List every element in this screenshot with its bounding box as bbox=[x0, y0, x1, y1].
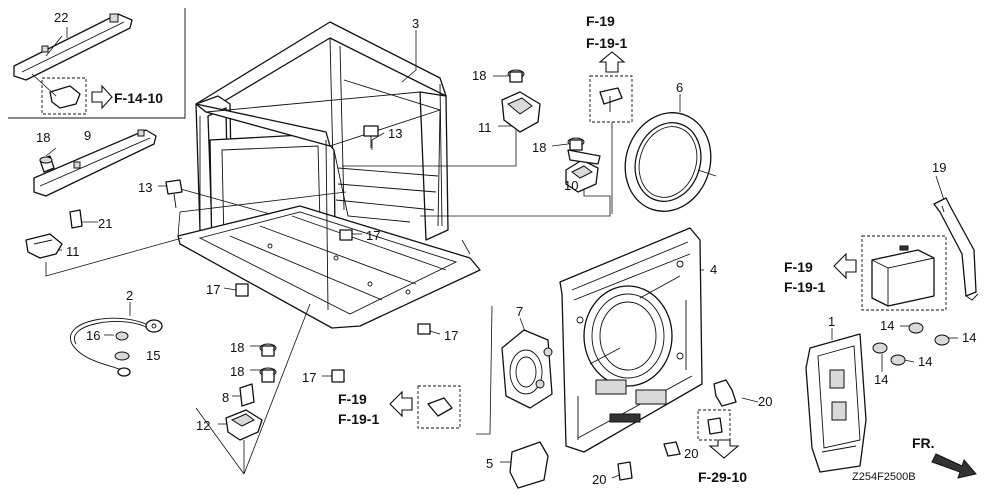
ref-f29-10[interactable]: F-29-10 bbox=[698, 469, 747, 485]
mount-7 bbox=[501, 329, 553, 409]
callout-18: 18 bbox=[230, 340, 244, 355]
arrow-up-icon bbox=[598, 51, 626, 73]
callout-labels: 22 3 18 11 13 6 18 10 18 9 13 21 11 17 1… bbox=[36, 10, 976, 487]
ref-left-f19-text: F-19 bbox=[338, 391, 367, 407]
callout-9: 9 bbox=[84, 128, 91, 143]
grommets-14 bbox=[872, 322, 950, 366]
callout-17: 17 bbox=[206, 282, 220, 297]
callout-19: 19 bbox=[932, 160, 946, 175]
front-direction-arrow-icon bbox=[931, 453, 977, 479]
arrow-left-icon bbox=[389, 390, 413, 418]
callout-5: 5 bbox=[486, 456, 493, 471]
plate-5 bbox=[509, 441, 549, 489]
callout-14: 14 bbox=[962, 330, 976, 345]
cable-2 bbox=[70, 317, 163, 377]
front-label: FR. bbox=[912, 435, 935, 451]
ref-top-f19[interactable]: F-19 F-19-1 bbox=[586, 13, 633, 214]
callout-15: 15 bbox=[146, 348, 160, 363]
callout-12: 12 bbox=[196, 418, 210, 433]
callout-11: 11 bbox=[66, 244, 80, 259]
callout-18: 18 bbox=[472, 68, 486, 83]
ref-right-f19-1-text: F-19-1 bbox=[784, 279, 825, 295]
ref-f29-10-text: F-29-10 bbox=[698, 469, 747, 485]
ring-6 bbox=[624, 112, 717, 212]
callout-16: 16 bbox=[86, 328, 100, 343]
callout-8: 8 bbox=[222, 390, 229, 405]
callout-14: 14 bbox=[874, 372, 888, 387]
panel-4 bbox=[559, 227, 703, 453]
ref-left-f19-1-text: F-19-1 bbox=[338, 411, 379, 427]
callout-17: 17 bbox=[366, 228, 380, 243]
ref-left-f19[interactable]: F-19 F-19-1 bbox=[338, 385, 461, 429]
callout-6: 6 bbox=[676, 80, 683, 95]
callout-1: 1 bbox=[828, 314, 835, 329]
ref-top-f19-text: F-19 bbox=[586, 13, 615, 29]
arrow-down-icon bbox=[708, 439, 740, 459]
mount-11-assembly bbox=[501, 69, 541, 133]
callout-18: 18 bbox=[230, 364, 244, 379]
bracket-1 bbox=[805, 333, 867, 473]
callout-13: 13 bbox=[388, 126, 402, 141]
ref-right-f19[interactable]: F-19 F-19-1 bbox=[784, 235, 947, 311]
callout-20: 20 bbox=[758, 394, 772, 409]
front-direction: FR. bbox=[912, 435, 977, 479]
bracket-8-12 bbox=[225, 343, 277, 441]
bolts-17 bbox=[235, 229, 431, 383]
main-frame bbox=[177, 21, 481, 329]
callout-20: 20 bbox=[684, 446, 698, 461]
callout-7: 7 bbox=[516, 304, 523, 319]
callout-17: 17 bbox=[444, 328, 458, 343]
callout-10: 10 bbox=[564, 178, 578, 193]
ref-top-f19-1-text: F-19-1 bbox=[586, 35, 627, 51]
ref-right-f19-text: F-19 bbox=[784, 259, 813, 275]
arrow-right-icon bbox=[91, 84, 113, 110]
callout-4: 4 bbox=[710, 262, 717, 277]
callout-11: 11 bbox=[478, 120, 492, 135]
callout-18: 18 bbox=[36, 130, 50, 145]
callout-21: 21 bbox=[98, 216, 112, 231]
callout-13: 13 bbox=[138, 180, 152, 195]
callout-3: 3 bbox=[412, 16, 419, 31]
callout-17: 17 bbox=[302, 370, 316, 385]
bracket-9-assembly bbox=[25, 129, 183, 259]
inset-box-22 bbox=[8, 8, 186, 119]
callout-22: 22 bbox=[54, 10, 68, 25]
callout-2: 2 bbox=[126, 288, 133, 303]
ref-f14-10-text: F-14-10 bbox=[114, 90, 163, 106]
callout-18: 18 bbox=[532, 140, 546, 155]
callout-14: 14 bbox=[880, 318, 894, 333]
callout-20: 20 bbox=[592, 472, 606, 487]
bolt-13-top bbox=[363, 125, 379, 148]
strap-19 bbox=[933, 197, 979, 301]
mount-10-assembly bbox=[565, 137, 601, 193]
arrow-left-icon bbox=[833, 252, 857, 280]
ref-f14-10[interactable]: F-14-10 bbox=[91, 84, 163, 110]
diagram-code: Z254F2500B bbox=[852, 471, 916, 483]
bolts-20 bbox=[617, 379, 740, 481]
callout-14: 14 bbox=[918, 354, 932, 369]
